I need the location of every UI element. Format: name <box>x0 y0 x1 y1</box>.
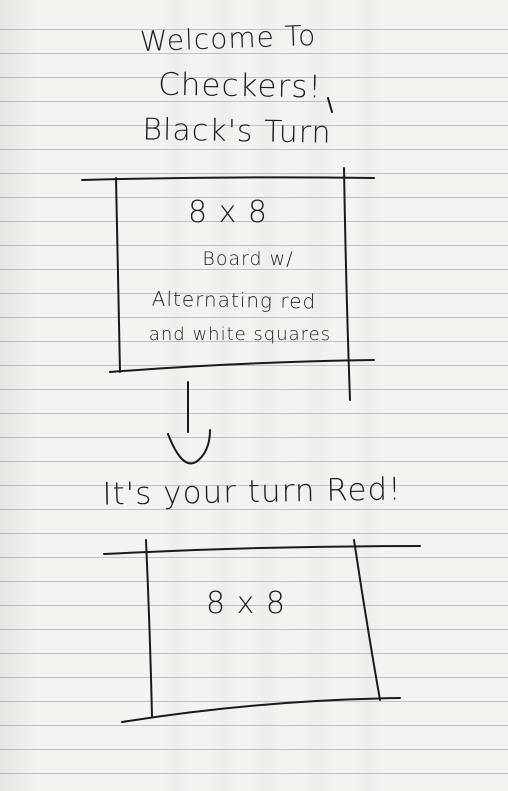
board2-bottom-edge <box>121 697 401 723</box>
red-turn-label: It's your turn Red! <box>102 471 402 513</box>
welcome-title-line2: Checkers! <box>157 66 323 106</box>
board2-size-label: 8 x 8 <box>206 586 286 621</box>
board2-top-edge <box>103 545 421 555</box>
arrow-head <box>167 429 211 465</box>
board1-desc-line2: Alternating red <box>151 286 317 314</box>
board1-right-edge <box>343 167 351 401</box>
board1-desc-line1: Board w/ <box>202 248 294 270</box>
board1-top-edge <box>81 176 375 181</box>
blacks-turn-label: Black's Turn <box>142 112 332 151</box>
board1-size-label: 8 x 8 <box>188 195 268 230</box>
board1-desc-line3: and white squares <box>148 324 332 345</box>
checkers-exclaim-tick <box>327 97 333 113</box>
board2-right-edge <box>353 539 381 701</box>
board2-left-edge <box>145 539 153 717</box>
board1-bottom-edge <box>109 359 375 373</box>
board1-left-edge <box>115 177 121 373</box>
